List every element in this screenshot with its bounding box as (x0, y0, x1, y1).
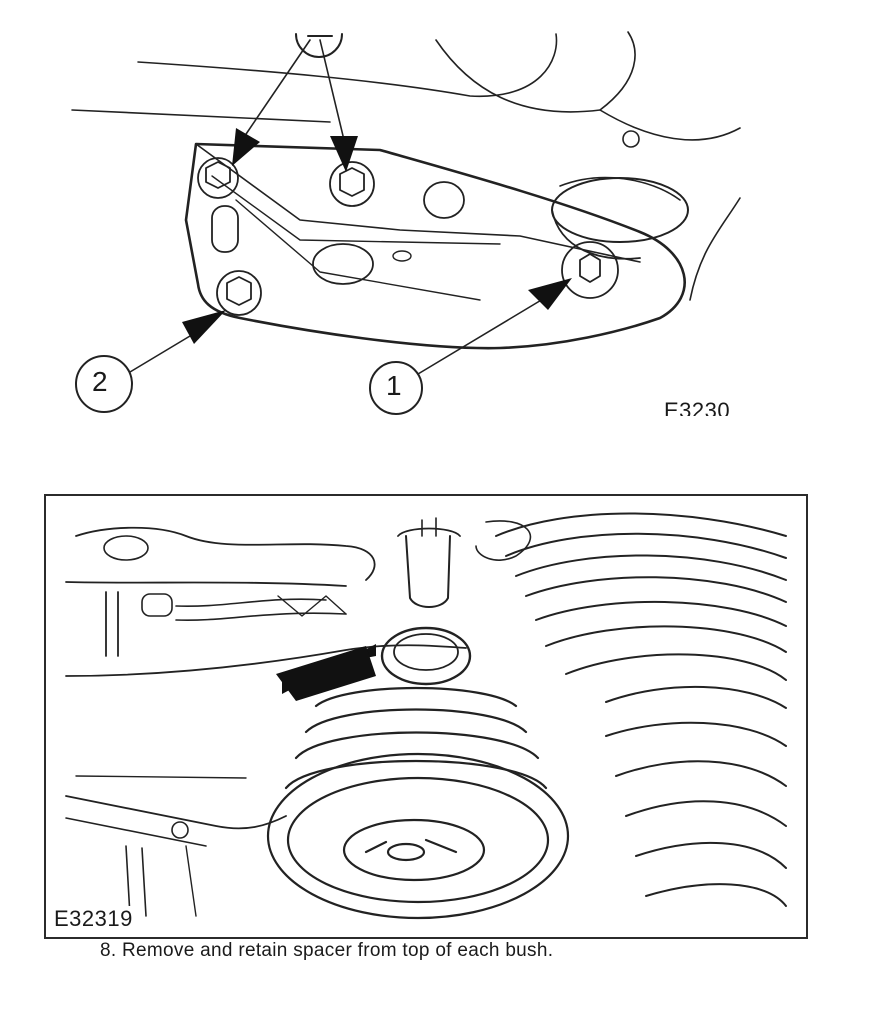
spacer-removal-illustration: E32319 (44, 494, 808, 939)
callout-1: 1 (386, 370, 402, 401)
figure-code-bottom: E32319 (52, 906, 135, 932)
step-instruction: 8. Remove and retain spacer from top of … (100, 940, 554, 961)
callout-2: 2 (92, 366, 108, 397)
figure-code-top: E3230 (664, 398, 731, 416)
subframe-bracket-illustration: 2 1 E3230 (0, 0, 886, 440)
